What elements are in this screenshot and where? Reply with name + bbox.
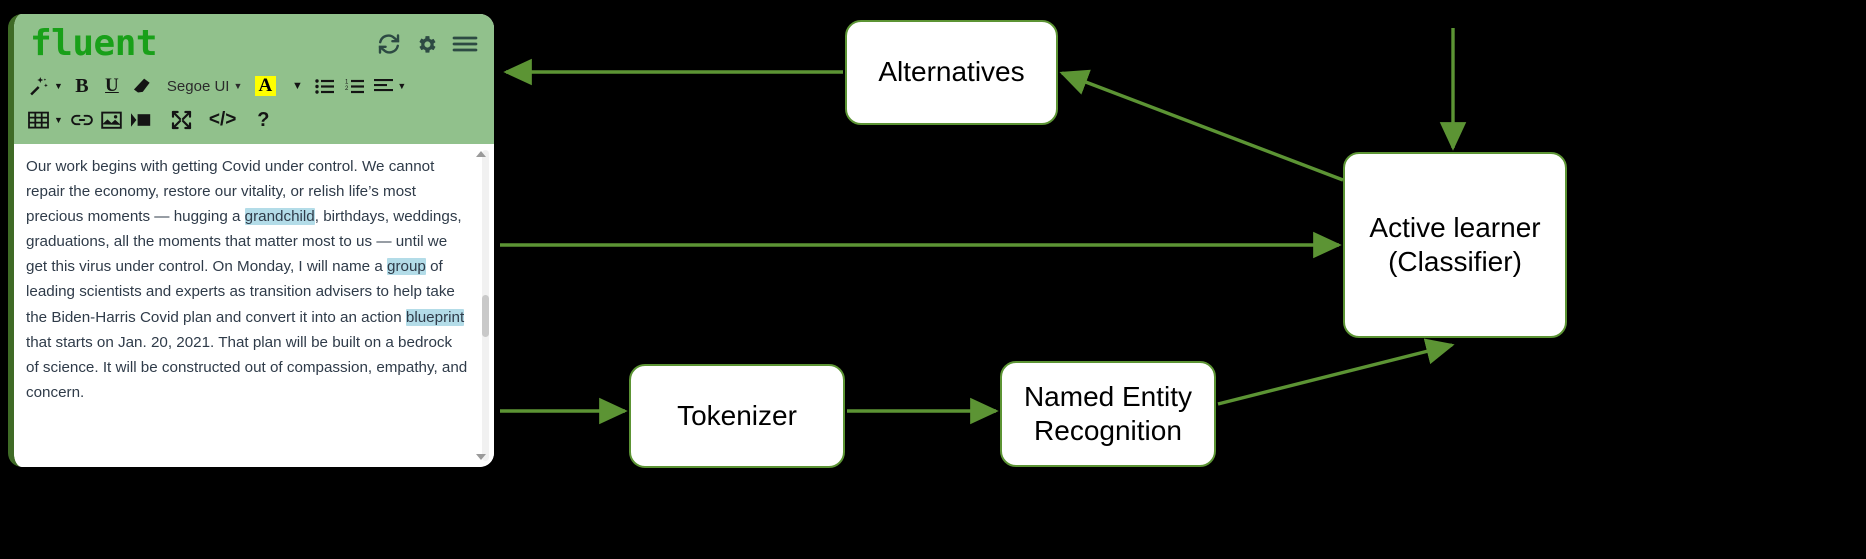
fullscreen-button[interactable] xyxy=(167,106,197,134)
source-code-button[interactable]: </> xyxy=(208,109,237,130)
svg-text:1: 1 xyxy=(345,79,349,85)
doc-seg-4: of leading scientists and experts as tra… xyxy=(26,258,455,326)
doc-seg-6: that starts on Jan. 20, 2021. That plan … xyxy=(26,333,468,401)
node-alternatives-label: Alternatives xyxy=(878,56,1025,88)
fluent-editor-panel[interactable]: fluent xyxy=(8,14,494,467)
numbered-list-button[interactable]: 1 2 xyxy=(340,72,370,100)
node-active-learner-label: Active learner (Classifier) xyxy=(1369,211,1541,277)
node-tokenizer[interactable]: Tokenizer xyxy=(629,364,845,468)
magic-wand-icon[interactable]: ▼ xyxy=(24,72,67,100)
node-tokenizer-label: Tokenizer xyxy=(677,399,797,431)
edge-ner-to-activelearner xyxy=(1217,338,1455,406)
align-button[interactable]: ▼ xyxy=(370,72,410,100)
scroll-up-arrow-icon[interactable] xyxy=(476,151,486,157)
scroll-down-arrow-icon[interactable] xyxy=(476,454,486,460)
app-title: fluent xyxy=(30,23,158,64)
editor-content-area[interactable]: Our work begins with getting Covid under… xyxy=(14,144,494,467)
scrollbar-thumb[interactable] xyxy=(482,295,489,337)
bold-button[interactable]: B xyxy=(75,74,89,97)
hamburger-menu-icon[interactable] xyxy=(452,33,478,55)
image-button[interactable] xyxy=(97,106,127,134)
editor-vertical-scrollbar[interactable] xyxy=(476,150,489,461)
node-active-learner[interactable]: Active learner (Classifier) xyxy=(1343,152,1567,338)
bulleted-list-button[interactable] xyxy=(310,72,340,100)
header-icon-group xyxy=(377,32,478,56)
doc-seg-2: , birthdays, weddings, graduations, all … xyxy=(26,208,462,276)
gear-icon[interactable] xyxy=(415,33,438,56)
highlight-color-dropdown-icon[interactable]: ▼ xyxy=(291,79,303,92)
doc-seg-0: Our work begins with getting Covid under… xyxy=(26,158,435,226)
highlight-letter: A xyxy=(254,76,277,96)
refresh-icon[interactable] xyxy=(377,32,401,56)
node-named-entity-recognition[interactable]: Named Entity Recognition xyxy=(1000,361,1216,467)
link-button[interactable] xyxy=(67,106,97,134)
eraser-icon[interactable] xyxy=(127,72,157,100)
text-highlight-color-button[interactable]: A xyxy=(250,72,280,100)
edge-activelearner-to-alternatives xyxy=(1059,69,1344,182)
node-ner-label: Named Entity Recognition xyxy=(1023,380,1193,446)
document-text[interactable]: Our work begins with getting Covid under… xyxy=(26,154,468,405)
toolbar-row-secondary: ▼ xyxy=(14,104,494,144)
entity-group[interactable]: group xyxy=(387,258,426,276)
entity-blueprint[interactable]: blueprint xyxy=(405,308,465,326)
editor-header: fluent xyxy=(14,14,494,144)
help-button[interactable]: ? xyxy=(257,108,270,131)
font-family-select[interactable]: Segoe UI▼ xyxy=(166,77,243,95)
svg-text:2: 2 xyxy=(345,86,349,92)
entity-grandchild[interactable]: grandchild xyxy=(244,208,315,226)
video-button[interactable] xyxy=(127,106,157,134)
table-button[interactable]: ▼ xyxy=(24,106,67,134)
node-alternatives[interactable]: Alternatives xyxy=(845,20,1058,125)
editor-brand-row: fluent xyxy=(14,14,494,66)
toolbar-row-primary: ▼ B U Segoe UI▼ A ▼ xyxy=(14,66,494,104)
font-family-value: Segoe UI xyxy=(166,77,230,95)
underline-button[interactable]: U xyxy=(105,75,119,96)
